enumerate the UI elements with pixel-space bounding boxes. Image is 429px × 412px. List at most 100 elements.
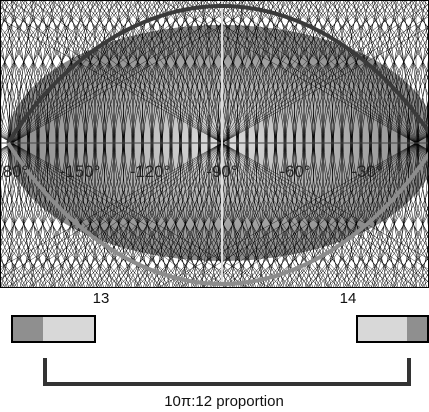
fan-line: [11, 142, 207, 288]
mesh-curve: [392, 0, 429, 288]
fan-line: [221, 0, 244, 144]
fan-line: [221, 0, 414, 144]
fan-line: [11, 0, 268, 144]
mesh-curve: [0, 0, 45, 288]
fan-line: [0, 6, 223, 144]
fan-line: [221, 0, 350, 144]
fan-line: [0, 142, 223, 280]
fan-line: [113, 142, 223, 288]
fan-line: [351, 142, 417, 288]
mesh-curve: [0, 0, 37, 288]
scale-bar-left-frame: [11, 315, 96, 343]
fan-line: [70, 142, 223, 288]
fan-line: [221, 0, 265, 144]
scale-bar-left-label: 13: [93, 290, 110, 307]
fan-line: [221, 142, 417, 288]
fan-line: [72, 0, 223, 144]
fan-line: [0, 142, 13, 185]
fan-line: [11, 142, 228, 288]
mesh-curve: [0, 0, 19, 288]
fan-line: [115, 0, 223, 144]
fan-line: [51, 0, 223, 144]
fan-line: [221, 142, 331, 288]
fan-line: [221, 142, 266, 288]
fan-line: [11, 0, 183, 144]
fan-line: [160, 0, 417, 144]
fan-line: [11, 0, 55, 144]
fan-line: [11, 0, 225, 144]
fan-line: [394, 0, 417, 144]
proportion-label: 10π:12 proportion: [164, 393, 284, 410]
mesh-curve: [382, 0, 429, 288]
fan-line: [11, 0, 162, 144]
longitude-label: -180°: [0, 162, 28, 181]
fan-line: [49, 142, 223, 288]
fan-line: [221, 0, 286, 144]
fan-line: [245, 0, 417, 144]
fan-line: [178, 142, 417, 288]
mesh-curve: [0, 0, 64, 288]
fan-line: [266, 0, 417, 144]
fan-line: [158, 0, 223, 144]
fan-line: [0, 18, 223, 144]
fan-line: [11, 142, 142, 288]
fan-line: [221, 142, 287, 288]
fan-line: [221, 142, 244, 288]
fan-line: [200, 142, 417, 288]
longitude-label: 0°: [427, 162, 429, 181]
fan-line: [372, 142, 417, 288]
fan-line: [11, 0, 34, 144]
fan-line: [221, 142, 352, 288]
scale-bar-right-segment-a: [357, 316, 407, 342]
fan-line: [221, 142, 309, 288]
fan-line: [221, 26, 429, 144]
mesh-curve: [400, 0, 429, 288]
fan-line: [264, 142, 417, 288]
projection-map: -180°-150°-120°-90°-60°-30°0°: [0, 0, 429, 288]
fan-line: [415, 142, 429, 188]
scale-bar-left: 13: [11, 290, 110, 343]
fan-line: [11, 142, 250, 288]
fan-line: [329, 142, 417, 288]
fan-line: [309, 0, 417, 144]
fan-line: [0, 101, 13, 144]
fan-line: [203, 0, 417, 144]
fan-line: [221, 3, 429, 144]
longitude-label: -150°: [60, 162, 101, 181]
upper-boundary-arc: [6, 3, 429, 145]
fan-line: [156, 142, 417, 288]
fan-line: [307, 142, 417, 288]
fan-line: [221, 142, 429, 260]
mesh-curve: [363, 0, 429, 288]
fan-line: [11, 142, 56, 288]
fan-line: [11, 0, 140, 144]
scale-bar-right-segment-b: [407, 316, 429, 342]
longitude-label: -30°: [351, 162, 382, 181]
fan-line: [221, 0, 393, 144]
scale-bar-right: 14: [340, 290, 429, 343]
fan-line: [221, 142, 395, 288]
fan-line: [288, 0, 417, 144]
fan-line: [415, 113, 429, 144]
fan-line: [224, 0, 417, 144]
fan-line: [221, 142, 429, 270]
fan-line: [11, 0, 204, 144]
mesh-curve: [0, 0, 36, 288]
mesh-curve: [373, 0, 429, 288]
fan-line: [352, 0, 417, 144]
mesh-curve: [0, 0, 55, 288]
fan-line: [221, 142, 374, 288]
fan-line: [30, 0, 223, 144]
fan-line: [179, 0, 223, 144]
fan-line: [11, 142, 34, 288]
mesh-curve: [391, 0, 429, 288]
proportion-bracket: [43, 358, 411, 386]
scale-bar-left-segment-b: [43, 316, 95, 342]
fan-line: [221, 0, 372, 144]
lower-boundary-arc: [6, 141, 429, 287]
fan-line: [200, 142, 223, 288]
fan-line: [221, 142, 417, 288]
fan-line: [11, 0, 247, 144]
fan-line: [0, 142, 223, 268]
